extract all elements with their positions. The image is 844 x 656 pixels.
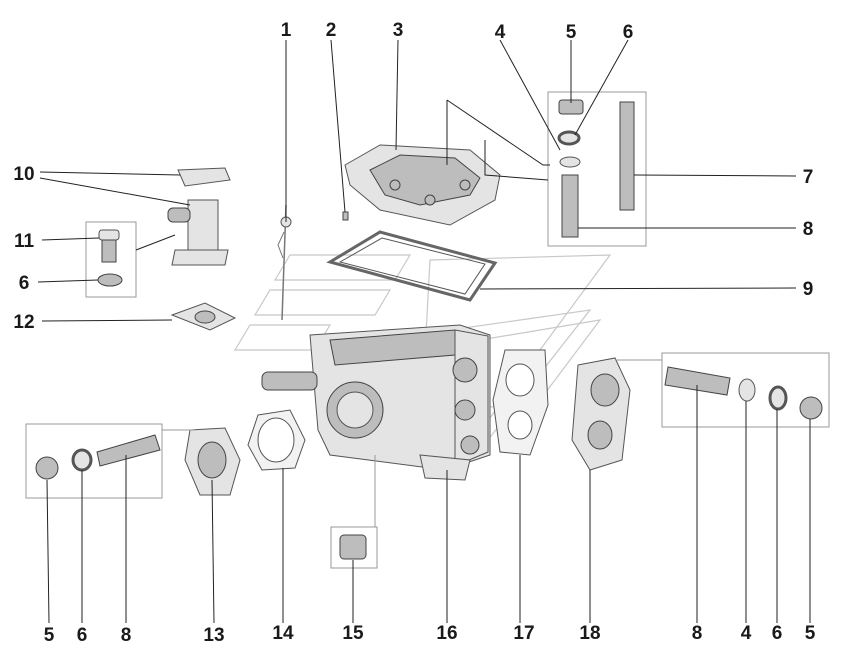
stud-left bbox=[96, 434, 161, 467]
top-cover bbox=[344, 144, 501, 226]
stud-right bbox=[664, 366, 731, 396]
callout-6-bottom-left: 6 bbox=[77, 625, 88, 646]
callout-10: 10 bbox=[13, 164, 34, 185]
drain-plug-box bbox=[330, 526, 378, 569]
flange-gasket bbox=[170, 302, 237, 331]
callout-labels: 1 2 3 4 5 6 7 8 9 10 11 6 12 5 6 8 13 14… bbox=[13, 20, 815, 646]
callout-4-top: 4 bbox=[495, 22, 506, 43]
dipstick bbox=[277, 204, 292, 321]
small-plug bbox=[342, 211, 349, 221]
gasket-17 bbox=[492, 349, 549, 456]
callout-3: 3 bbox=[393, 20, 404, 41]
bolt-group-left-box bbox=[85, 221, 137, 298]
nut-left bbox=[35, 456, 59, 480]
stud-top-long bbox=[619, 101, 635, 211]
callout-8-bottom-left: 8 bbox=[121, 625, 132, 646]
washer-right-6 bbox=[768, 385, 788, 411]
callout-13: 13 bbox=[203, 625, 224, 646]
callout-8-bottom-right: 8 bbox=[692, 623, 703, 644]
callout-7: 7 bbox=[803, 167, 814, 188]
callout-1: 1 bbox=[281, 20, 292, 41]
callout-4-bottom-right: 4 bbox=[741, 623, 752, 644]
callout-8-right: 8 bbox=[803, 219, 814, 240]
callout-11: 11 bbox=[14, 231, 35, 252]
callout-5-bottom-left: 5 bbox=[44, 625, 55, 646]
gasket-14 bbox=[247, 409, 306, 471]
stud-group-top-box bbox=[547, 91, 647, 247]
callout-5-bottom-right: 5 bbox=[805, 623, 816, 644]
gearbox-housing bbox=[261, 324, 491, 481]
stud-top-short bbox=[561, 174, 579, 238]
bolt-left bbox=[98, 229, 120, 263]
callout-12: 12 bbox=[13, 312, 34, 333]
drain-plug bbox=[339, 534, 367, 560]
callout-14: 14 bbox=[272, 623, 294, 644]
washer-top-6 bbox=[557, 130, 581, 146]
callout-6-left: 6 bbox=[19, 273, 30, 294]
side-cover-18 bbox=[571, 357, 631, 471]
callout-17: 17 bbox=[513, 623, 534, 644]
callout-18: 18 bbox=[579, 623, 600, 644]
cover-gasket bbox=[326, 230, 498, 302]
callout-15: 15 bbox=[342, 623, 364, 644]
nut-right bbox=[799, 396, 823, 420]
callout-6-top: 6 bbox=[623, 22, 634, 43]
callout-9: 9 bbox=[803, 279, 814, 300]
washer-top-4 bbox=[559, 156, 581, 168]
washer-left-6 bbox=[71, 448, 93, 472]
washer-right-4 bbox=[738, 378, 756, 402]
callout-2: 2 bbox=[326, 20, 337, 41]
washer-left bbox=[97, 273, 123, 287]
callout-5-top: 5 bbox=[566, 22, 577, 43]
callout-16: 16 bbox=[436, 623, 457, 644]
callout-6-bottom-right: 6 bbox=[772, 623, 783, 644]
breather-housing bbox=[167, 167, 231, 266]
stud-group-left-box bbox=[25, 423, 163, 499]
leader-lines bbox=[37, 39, 811, 624]
end-flange-13 bbox=[184, 427, 241, 496]
